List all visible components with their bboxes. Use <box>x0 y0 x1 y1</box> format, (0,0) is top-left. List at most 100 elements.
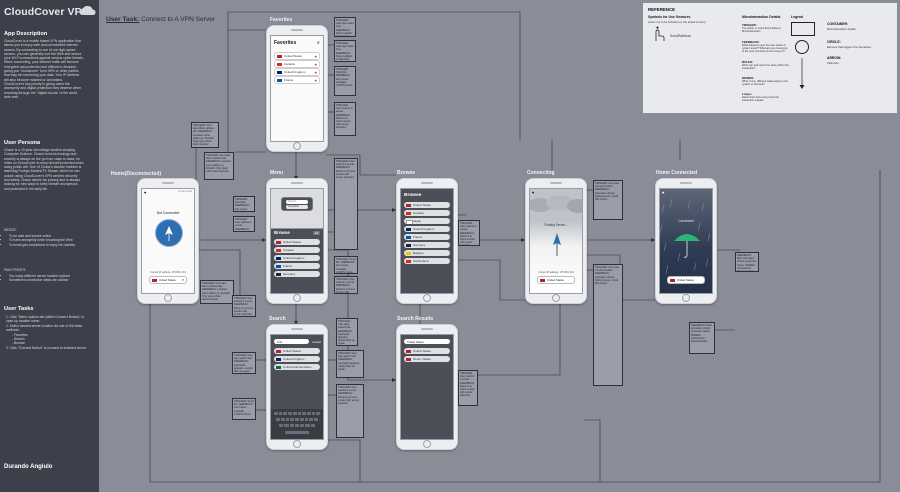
list-item[interactable]: Japan♡ <box>404 218 450 224</box>
connection-status: Not Connected <box>156 211 180 215</box>
us-flag-icon <box>152 278 157 282</box>
flag-icon <box>276 272 281 276</box>
heart-icon[interactable]: ♡ <box>444 242 448 248</box>
micro-loops-text: Determines how many times the interactio… <box>742 96 780 102</box>
server-selector[interactable]: United States ● <box>149 276 187 284</box>
symbols-note: (Icons not to be included on the actual … <box>648 20 706 24</box>
heart-icon[interactable]: ♡ <box>444 348 448 354</box>
cloud-icon <box>79 5 96 15</box>
heart-icon[interactable]: ♡ <box>314 364 318 370</box>
annotation-note: TRIGGER: Scroll list. FEEDBACK: List mov… <box>232 398 256 420</box>
phone-favorites: Favorites ✕ United States♥ Canada♥ Unite… <box>266 25 328 152</box>
needs-list: To be safe and secure online To have ano… <box>4 234 91 247</box>
annotation-note: TRIGGER: User taps Connect button. FEEDB… <box>593 264 623 386</box>
list-item[interactable]: Germany♡ <box>404 242 450 248</box>
heart-icon[interactable]: ♥ <box>314 69 317 75</box>
heart-icon[interactable]: ♡ <box>444 226 448 232</box>
heart-icon[interactable]: ♥ <box>314 61 317 67</box>
list-item[interactable]: France♥ <box>274 76 320 84</box>
list-item: 1. Click "Menu options tab (within Conne… <box>6 315 85 324</box>
list-item[interactable]: United States♡ <box>404 348 450 354</box>
heart-icon[interactable]: ♡ <box>314 239 318 245</box>
heart-icon[interactable]: ♡ <box>314 348 318 354</box>
cancel-button[interactable]: Cancel <box>312 339 321 344</box>
annotation-note: TRIGGER: Scroll list. FEEDBACK: List mov… <box>233 196 255 212</box>
screen-label-browse: Browse <box>397 170 416 176</box>
list-item[interactable]: Canada♡ <box>274 247 320 253</box>
project-sidebar: CloudCover VPN App Description CloudCove… <box>0 0 99 492</box>
flag-icon <box>277 70 282 74</box>
list-item[interactable]: United States♡ <box>274 239 320 245</box>
list-item[interactable]: France♡ <box>274 263 320 269</box>
heart-icon[interactable]: ♥ <box>144 190 147 195</box>
circle-text: Element that triggers the interaction <box>827 45 872 49</box>
list-item[interactable]: United Kingdom♥ <box>274 68 320 76</box>
circle-title: CIRCLE: <box>827 40 841 44</box>
connection-status: Connected <box>678 219 694 223</box>
heart-icon[interactable]: ♥ <box>314 53 317 59</box>
heart-icon[interactable]: ♥ <box>662 190 665 195</box>
list-item[interactable]: United Kingdom♡ <box>274 356 320 362</box>
list-item[interactable]: Germany♡ <box>274 271 320 277</box>
heart-icon[interactable]: ♡ <box>444 234 448 240</box>
connect-button[interactable] <box>155 219 183 247</box>
list-item[interactable]: Canada♡ <box>404 210 450 216</box>
heart-icon[interactable]: ♡ <box>314 356 318 362</box>
heart-icon[interactable]: ♡ <box>444 356 448 362</box>
reference-legend: REFERENCE Symbols for Use Gestures (Icon… <box>643 3 897 113</box>
heart-icon[interactable]: ♥ <box>314 77 317 83</box>
user-task-text: Connect to A VPN Server <box>139 16 216 23</box>
heart-icon[interactable]: ♡ <box>314 271 318 277</box>
server-selector[interactable]: United States <box>537 276 575 284</box>
list-item[interactable]: United Arab Emirates♡ <box>274 364 320 370</box>
heart-icon[interactable]: ♥ <box>532 190 535 195</box>
heart-icon[interactable]: ♡ <box>444 218 448 224</box>
container-title: CONTAINER: <box>827 22 849 26</box>
server-selector[interactable]: United States <box>667 276 705 284</box>
micro-rules-title: RULES: <box>742 60 754 64</box>
search-input[interactable]: United States <box>404 339 450 344</box>
ip-address: Current IP address: 175.89.0.134 <box>150 271 186 274</box>
phone-home-disconnected: ♥ CLOUDCOVER Not Connected Current IP ad… <box>137 178 199 304</box>
list-item[interactable]: United States♥ <box>274 52 320 60</box>
keyboard[interactable] <box>271 409 323 439</box>
list-item[interactable]: United States♡ <box>274 348 320 354</box>
micro-heading: Microinteraction Details <box>742 15 781 19</box>
sort-filter-button[interactable]: Sort/Filter <box>286 205 308 209</box>
list-item: Sometimes connection steps are unclear <box>9 278 91 282</box>
screen-label-home-connected: Home Connected <box>656 170 698 176</box>
all-filter-button[interactable]: All <box>312 231 320 235</box>
needs-heading: NEEDS: <box>4 228 17 232</box>
heart-icon[interactable]: ♡ <box>444 258 448 264</box>
list-item: To break geo-restrictions to enjoy his h… <box>9 243 91 247</box>
search-input[interactable]: Search... <box>286 200 308 204</box>
list-item[interactable]: United States♡ <box>404 202 450 208</box>
list-item[interactable]: Texas, Dallas♡ <box>404 356 450 362</box>
flag-icon <box>276 240 281 244</box>
annotation-note: TRIGGER: User selects a server. FEEDBACK… <box>334 158 358 250</box>
flag-icon <box>406 259 411 263</box>
heart-icon[interactable]: ♡ <box>444 210 448 216</box>
flag-icon <box>277 54 282 58</box>
heart-icon[interactable]: ♡ <box>314 255 318 261</box>
flag-icon <box>406 211 411 215</box>
close-icon[interactable]: ✕ <box>316 40 320 45</box>
list-item[interactable]: Switzerland♡ <box>404 258 450 264</box>
search-input[interactable]: Unit <box>274 339 309 344</box>
server-name: United States <box>159 278 176 283</box>
list-item[interactable]: United Kingdom♡ <box>404 226 450 232</box>
annotation-note: TRIGGER: User selects a server. FEEDBACK… <box>336 384 364 438</box>
list-item[interactable]: France♡ <box>404 234 450 240</box>
server-name: United States <box>677 278 694 283</box>
list-item[interactable]: Canada♥ <box>274 60 320 68</box>
heart-icon[interactable]: ♡ <box>314 247 318 253</box>
heart-icon[interactable]: ♡ <box>444 250 448 256</box>
scroll-gesture-icon <box>655 26 665 41</box>
heart-icon[interactable]: ♡ <box>314 263 318 269</box>
screen-label-favorites: Favorites <box>270 17 293 23</box>
heart-icon[interactable]: ♡ <box>444 202 448 208</box>
list-item[interactable]: United Kingdom♡ <box>274 255 320 261</box>
phone-connecting: ♥ Finding Server... Current IP address: … <box>525 178 587 304</box>
menu-options-icon[interactable]: ● <box>181 277 184 282</box>
list-item[interactable]: Belgium♡ <box>404 250 450 256</box>
